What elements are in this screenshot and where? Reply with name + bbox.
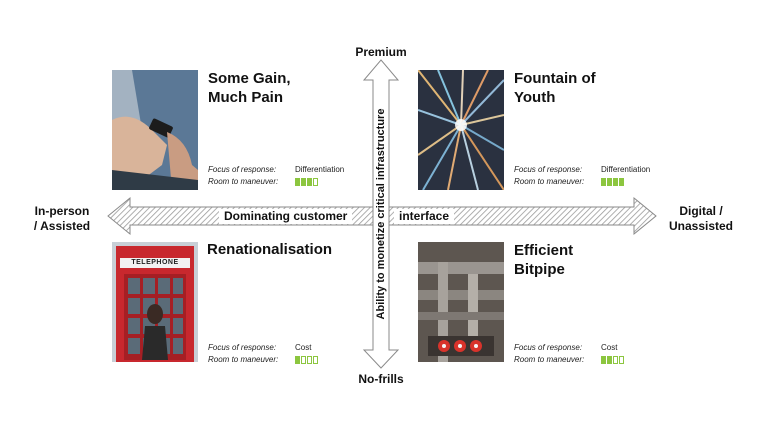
axis-left-label: In-person / Assisted — [33, 204, 91, 233]
rating-bar-empty — [301, 355, 306, 364]
quadrant-image-red-telephone-box: TELEPHONE — [112, 242, 198, 362]
room-rating — [601, 177, 625, 186]
quadrant-meta: Focus of response: Cost Room to maneuver: — [208, 342, 368, 366]
room-rating — [295, 177, 319, 186]
room-rating — [295, 355, 319, 364]
rating-bar-filled — [307, 177, 312, 186]
quadrant-image-industrial-pipes — [418, 242, 504, 362]
room-label: Room to maneuver: — [514, 355, 585, 364]
quadrant-image-light-speed-burst — [418, 70, 504, 190]
room-label: Room to maneuver: — [514, 177, 585, 186]
quadrant-title: Renationalisation — [207, 241, 333, 258]
quadrant-meta: Focus of response: Differentiation Room t… — [514, 164, 674, 188]
focus-label: Focus of response: — [514, 343, 583, 352]
rating-bar-empty — [613, 355, 618, 364]
rating-bar-filled — [607, 177, 612, 186]
rating-bar-filled — [295, 355, 300, 364]
focus-value: Differentiation — [295, 165, 345, 174]
quadrant-image-hand-holding-phone — [112, 70, 198, 190]
rating-bar-filled — [601, 355, 606, 364]
axis-right-label: Digital / Unassisted — [668, 204, 734, 233]
rating-bar-empty — [619, 355, 624, 364]
horizontal-axis-label-right: interface — [394, 209, 455, 224]
axis-top-label: Premium — [355, 45, 407, 59]
rating-bar-filled — [613, 177, 618, 186]
focus-label: Focus of response: — [514, 165, 583, 174]
rating-bar-empty — [313, 177, 318, 186]
quadrant-meta: Focus of response: Differentiation Room t… — [208, 164, 368, 188]
axis-bottom-label: No-frills — [358, 372, 404, 386]
telephone-sign: TELEPHONE — [131, 259, 179, 266]
focus-value: Differentiation — [601, 165, 651, 174]
room-label: Room to maneuver: — [208, 355, 279, 364]
rating-bar-filled — [295, 177, 300, 186]
vertical-axis-arrow — [362, 59, 400, 369]
quadrant-title: Some Gain, Much Pain — [208, 70, 291, 106]
rating-bar-empty — [313, 355, 318, 364]
vertical-axis-label: Ability to monetize critical infrastruct… — [375, 108, 387, 320]
focus-label: Focus of response: — [208, 343, 277, 352]
quadrant-meta: Focus of response: Cost Room to maneuver: — [514, 342, 674, 366]
quadrant-title: Efficient Bitpipe — [514, 242, 574, 278]
quadrant-title: Fountain of Youth — [514, 70, 596, 106]
rating-bar-filled — [601, 177, 606, 186]
rating-bar-filled — [607, 355, 612, 364]
focus-label: Focus of response: — [208, 165, 277, 174]
rating-bar-filled — [619, 177, 624, 186]
rating-bar-empty — [307, 355, 312, 364]
focus-value: Cost — [295, 343, 312, 352]
focus-value: Cost — [601, 343, 618, 352]
room-label: Room to maneuver: — [208, 177, 279, 186]
rating-bar-filled — [301, 177, 306, 186]
horizontal-axis-label-left: Dominating customer — [219, 209, 353, 224]
room-rating — [601, 355, 625, 364]
